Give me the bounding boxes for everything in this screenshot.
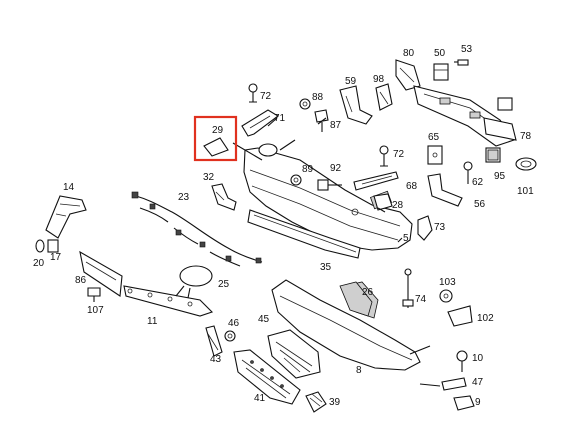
bracket-59-part [339,85,373,125]
callout-72-top: 72 [260,91,272,102]
plug-28-part [373,193,393,211]
callout-17: 17 [50,252,62,263]
wiring-harness-23-part [131,191,263,267]
clip-101-part [515,157,537,171]
washer-20-part [35,239,45,253]
callout-39: 39 [329,397,341,408]
callout-10: 10 [472,353,484,364]
bracket-71-part [241,109,279,137]
plate-65-part [427,145,443,165]
nut-46-part [224,330,236,342]
bracket-95-part [485,147,501,163]
stud-74-part [402,268,414,308]
callout-35: 35 [320,262,332,273]
callout-71: 71 [274,113,286,124]
callout-20: 20 [33,258,45,269]
leader-lines [232,117,441,387]
callout-53: 53 [461,44,473,55]
callout-88: 88 [312,92,324,103]
callout-72-mid: 72 [393,149,405,160]
callout-11: 11 [147,316,158,327]
grille-41-part [233,349,301,405]
bracket-68-part [353,171,399,191]
nut-88-part [299,98,311,110]
callout-59: 59 [345,76,357,87]
callout-101: 101 [517,186,534,197]
rail-bracket-80-part [395,59,421,91]
callout-62: 62 [472,177,484,188]
callout-80: 80 [403,48,415,59]
callout-29: 29 [212,125,224,136]
callout-5: 5 [403,233,409,244]
bracket-56-part [427,173,463,207]
callout-41: 41 [254,393,266,404]
callout-43: 43 [210,354,222,365]
cable-tie-25-part [175,265,213,299]
callout-32: 32 [203,172,215,183]
grille-39-part [305,391,327,413]
callout-68: 68 [406,181,418,192]
trim-strip-11-part [123,285,214,317]
callout-98: 98 [373,74,385,85]
highlight-box[interactable] [193,115,238,162]
bracket-102-part [447,305,473,327]
callout-9: 9 [475,397,481,408]
clip-72-top-part [248,83,258,103]
absorber-78-part [483,117,517,141]
callout-8: 8 [356,365,362,376]
callout-95: 95 [494,171,506,182]
bracket-98-part [375,83,393,111]
grille-45-part [267,329,321,379]
callout-23: 23 [178,192,190,203]
callout-87: 87 [330,120,342,131]
bracket-9-part [453,395,475,411]
callout-107: 107 [87,305,104,316]
bolt-92-part [317,179,342,191]
callout-25: 25 [218,279,230,290]
bolt-10-part [456,350,468,372]
block-50-part [433,63,449,81]
callout-46: 46 [228,318,240,329]
clip-62-part [463,161,473,184]
clip-72-mid-part [379,145,389,167]
trim-panel-86-part [79,250,123,297]
side-strip-14-part [45,195,87,239]
bolt-103-part [439,289,453,303]
callout-74: 74 [415,294,427,305]
callout-89: 89 [302,164,314,175]
callout-labels: 80 50 53 59 98 72 88 71 87 29 65 89 92 7… [33,44,534,408]
callout-102: 102 [477,313,494,324]
block-48-part [497,97,513,111]
pin-53-part [454,59,469,66]
clip-43-part [205,325,223,357]
nut-89-part [290,174,302,186]
grille-26-part [339,281,373,317]
callout-14: 14 [63,182,75,193]
bolt-107-part [87,287,101,302]
callout-50: 50 [434,48,446,59]
spacer-17-part [47,239,59,253]
bracket-32-part [211,183,237,211]
callout-56: 56 [474,199,486,210]
callout-78: 78 [520,131,532,142]
callout-26: 26 [362,287,374,298]
clip-73-part [417,215,433,241]
plate-47-part [441,377,467,391]
callout-73: 73 [434,222,446,233]
callout-45: 45 [258,314,270,325]
callout-65: 65 [428,132,440,143]
impact-strip-part [247,209,361,259]
callout-86: 86 [75,275,87,286]
callout-103: 103 [439,277,456,288]
callout-47: 47 [472,377,484,388]
callout-28: 28 [392,200,404,211]
callout-92: 92 [330,163,342,174]
